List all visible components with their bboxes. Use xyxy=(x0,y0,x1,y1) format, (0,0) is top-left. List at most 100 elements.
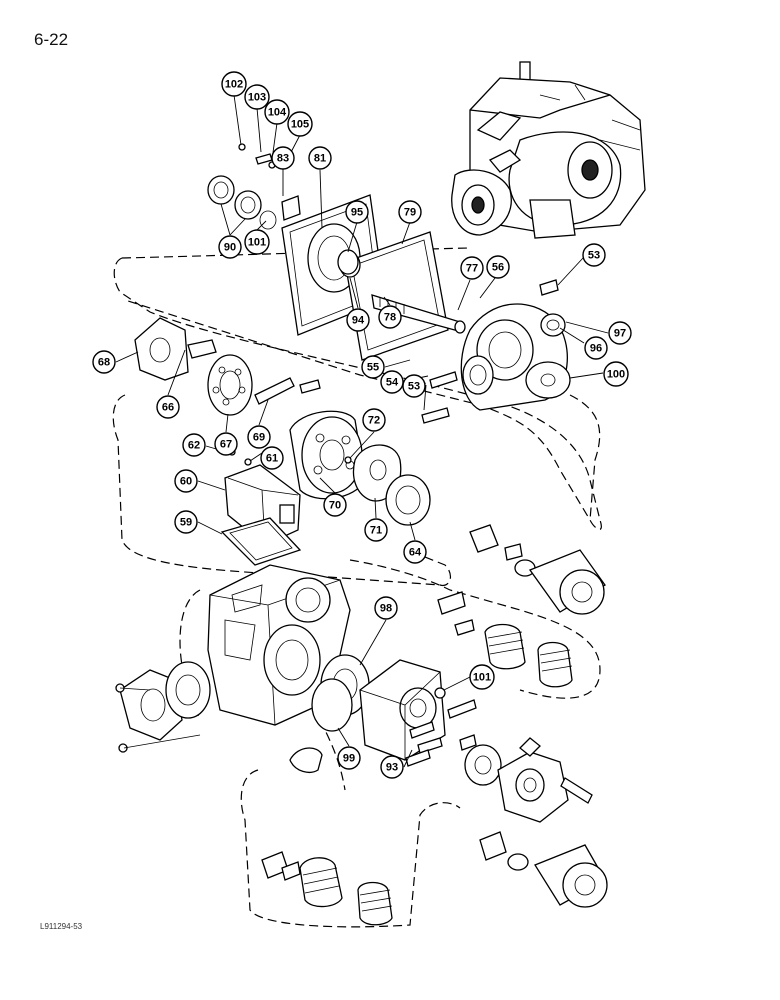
charge-pump-body xyxy=(311,654,477,761)
callout-label: 77 xyxy=(466,263,478,275)
callout-circle xyxy=(402,374,426,398)
callout-circle xyxy=(380,755,404,779)
callout-label: 67 xyxy=(220,439,232,451)
callout-78: 78 xyxy=(378,305,402,329)
callout-circle xyxy=(156,395,180,419)
callout-label: 105 xyxy=(291,119,309,131)
callout-59: 59 xyxy=(174,510,198,534)
callout-104: 104 xyxy=(264,99,290,125)
callout-label: 98 xyxy=(380,603,392,615)
callout-77: 77 xyxy=(460,256,484,280)
callout-circle xyxy=(603,361,629,387)
callout-70: 70 xyxy=(323,493,347,517)
callout-99: 99 xyxy=(337,746,361,770)
callout-53: 53 xyxy=(582,243,606,267)
port-plate-67 xyxy=(207,354,253,416)
callout-66: 66 xyxy=(156,395,180,419)
callout-56: 56 xyxy=(486,255,510,279)
callout-label: 60 xyxy=(180,476,192,488)
callout-68: 68 xyxy=(92,350,116,374)
callout-circle xyxy=(584,336,608,360)
callout-label: 94 xyxy=(352,315,365,327)
callout-83: 83 xyxy=(271,146,295,170)
cover-plates xyxy=(281,194,466,361)
callout-label: 101 xyxy=(473,672,491,684)
callout-circle xyxy=(260,446,284,470)
callout-label: 96 xyxy=(590,343,602,355)
callout-circle xyxy=(221,71,247,97)
callout-60: 60 xyxy=(174,469,198,493)
callout-101: 101 xyxy=(469,664,495,690)
callout-label: 66 xyxy=(162,402,174,414)
callout-label: 72 xyxy=(368,415,380,427)
callout-circle xyxy=(460,256,484,280)
main-housing xyxy=(119,564,351,773)
pin-66 xyxy=(187,339,217,359)
lower-spring-assemblies xyxy=(261,851,393,926)
callout-81: 81 xyxy=(308,146,332,170)
assembled-pump-illustration xyxy=(451,61,646,239)
relief-valve-assemblies xyxy=(437,524,608,908)
callout-label: 97 xyxy=(614,328,626,340)
callout-circle xyxy=(361,355,385,379)
callout-95: 95 xyxy=(345,200,369,224)
auxiliary-pump xyxy=(459,734,593,823)
callout-circle xyxy=(214,432,238,456)
cylinder-block xyxy=(289,410,431,526)
callout-label: 61 xyxy=(266,453,278,465)
callout-54: 54 xyxy=(380,370,404,394)
callout-circle xyxy=(378,305,402,329)
callout-circle xyxy=(287,111,313,137)
callout-label: 103 xyxy=(248,92,266,104)
callout-67: 67 xyxy=(214,432,238,456)
callout-61: 61 xyxy=(260,446,284,470)
control-valve-60 xyxy=(220,448,302,566)
plate-68 xyxy=(134,317,189,381)
upper-group-outline xyxy=(113,257,602,530)
callout-label: 53 xyxy=(408,381,420,393)
callout-72: 72 xyxy=(362,408,386,432)
callout-105: 105 xyxy=(287,111,313,137)
swashplate-parts xyxy=(337,249,571,424)
callout-label: 78 xyxy=(384,312,396,324)
callout-circle xyxy=(469,664,495,690)
callout-93: 93 xyxy=(380,755,404,779)
callout-label: 90 xyxy=(224,242,236,254)
callout-79: 79 xyxy=(398,200,422,224)
page-number: 6-22 xyxy=(34,30,69,49)
callout-label: 69 xyxy=(253,432,265,444)
callout-circle xyxy=(244,229,270,255)
callout-circle xyxy=(337,746,361,770)
callout-71: 71 xyxy=(364,518,388,542)
callout-circle xyxy=(174,510,198,534)
callout-label: 102 xyxy=(225,79,243,91)
callout-circle xyxy=(403,540,427,564)
callout-circle xyxy=(380,370,404,394)
callout-circle xyxy=(92,350,116,374)
right-outline xyxy=(569,394,601,521)
callout-circle xyxy=(364,518,388,542)
callout-label: 54 xyxy=(386,377,399,389)
callout-label: 70 xyxy=(329,500,341,512)
lower-group-outline xyxy=(240,769,461,928)
callout-circle xyxy=(345,200,369,224)
callout-97: 97 xyxy=(608,321,632,345)
left-plates xyxy=(134,317,321,416)
callout-69: 69 xyxy=(247,425,271,449)
callout-label: 64 xyxy=(409,547,422,559)
callout-64: 64 xyxy=(403,540,427,564)
callout-62: 62 xyxy=(182,433,206,457)
middle-group-outline xyxy=(112,394,452,587)
callout-90: 90 xyxy=(218,235,242,259)
callout-label: 62 xyxy=(188,440,200,452)
callout-94: 94 xyxy=(346,308,370,332)
callout-circle xyxy=(323,493,347,517)
callout-label: 95 xyxy=(351,207,363,219)
callout-101: 101 xyxy=(244,229,270,255)
callout-circle xyxy=(308,146,332,170)
top-left-seals xyxy=(207,143,301,230)
callout-circle xyxy=(608,321,632,345)
callout-circle xyxy=(486,255,510,279)
callout-label: 68 xyxy=(98,357,110,369)
